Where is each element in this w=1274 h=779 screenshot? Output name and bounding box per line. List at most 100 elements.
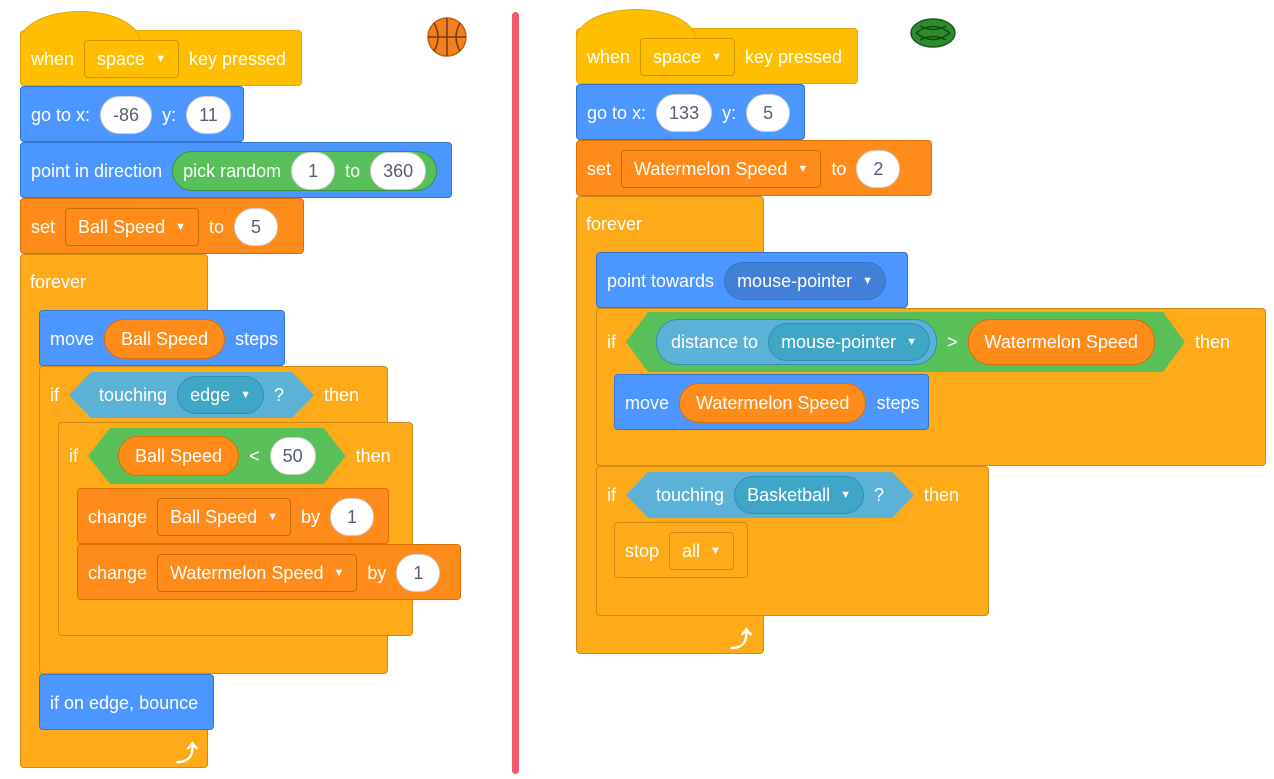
- steps-label: steps: [876, 392, 920, 413]
- loop-arrow-icon: ⤴: [730, 627, 753, 652]
- change-value-input[interactable]: 1: [396, 554, 441, 592]
- touching-condition[interactable]: touching Basketball▼ ?: [626, 472, 914, 518]
- then-label: then: [324, 384, 360, 405]
- change-ball-speed-block[interactable]: change Ball Speed▼ by 1: [77, 488, 389, 544]
- forever-label: forever: [30, 271, 87, 292]
- forever-label-row: forever: [20, 254, 86, 310]
- then-label: then: [1194, 331, 1230, 352]
- stop-label: stop: [625, 540, 660, 561]
- when-key-pressed-block[interactable]: when space▼ key pressed: [576, 9, 858, 84]
- x-input[interactable]: -86: [100, 96, 153, 134]
- touching-condition[interactable]: touching edge▼ ?: [69, 372, 314, 418]
- chevron-down-icon: ▼: [333, 567, 345, 579]
- move-label: move: [625, 392, 670, 413]
- watermelon-icon[interactable]: [910, 18, 956, 48]
- key-pressed-label: key pressed: [744, 46, 843, 67]
- touching-target-dropdown[interactable]: Basketball▼: [734, 476, 864, 514]
- basketball-icon[interactable]: [426, 16, 468, 58]
- if-label: if: [69, 445, 78, 466]
- change-label: change: [88, 562, 148, 583]
- change-watermelon-speed-block[interactable]: change Watermelon Speed▼ by 1: [77, 544, 461, 600]
- towards-target-dropdown[interactable]: mouse-pointer▼: [724, 262, 887, 300]
- set-label: set: [587, 158, 612, 179]
- stop-option-dropdown[interactable]: all▼: [669, 532, 734, 570]
- variable-dropdown[interactable]: Ball Speed▼: [65, 208, 199, 246]
- touching-label: touching: [99, 384, 168, 405]
- distance-to-label: distance to: [671, 331, 759, 352]
- point-in-direction-block[interactable]: point in direction pick random 1 to 360: [20, 142, 452, 198]
- point-in-direction-label: point in direction: [31, 160, 163, 181]
- key-dropdown[interactable]: space▼: [640, 38, 735, 76]
- watermelon-speed-reporter[interactable]: Watermelon Speed: [679, 383, 867, 423]
- distance-target-dropdown[interactable]: mouse-pointer▼: [768, 323, 930, 361]
- go-to-xy-block[interactable]: go to x: 133 y: 5: [576, 84, 805, 140]
- forever-label: forever: [586, 213, 643, 234]
- set-value-input[interactable]: 2: [856, 150, 901, 188]
- pick-random-label: pick random: [183, 160, 282, 181]
- variable-dropdown[interactable]: Watermelon Speed▼: [621, 150, 822, 188]
- by-label: by: [301, 506, 321, 527]
- ball-speed-reporter[interactable]: Ball Speed: [118, 436, 239, 476]
- loop-arrow-icon: ⤴: [176, 741, 199, 766]
- y-label: y:: [162, 104, 177, 125]
- chevron-down-icon: ▼: [711, 51, 722, 63]
- bounce-label: if on edge, bounce: [50, 692, 199, 713]
- question-mark: ?: [874, 484, 885, 505]
- chevron-down-icon: ▼: [862, 275, 874, 287]
- by-label: by: [367, 562, 387, 583]
- change-value-input[interactable]: 1: [330, 498, 375, 536]
- random-to-input[interactable]: 360: [370, 152, 427, 190]
- variable-dropdown[interactable]: Watermelon Speed▼: [157, 554, 358, 592]
- variable-dropdown[interactable]: Ball Speed▼: [157, 498, 292, 536]
- move-steps-block[interactable]: move Watermelon Speed steps: [614, 374, 929, 430]
- move-steps-block[interactable]: move Ball Speed steps: [39, 310, 285, 366]
- point-towards-label: point towards: [607, 270, 715, 291]
- when-label: when: [587, 46, 631, 67]
- then-label: then: [355, 445, 391, 466]
- greater-than-operator[interactable]: distance to mouse-pointer▼ > Watermelon …: [626, 312, 1185, 372]
- touching-target-dropdown[interactable]: edge▼: [177, 376, 264, 414]
- to-label: to: [208, 216, 224, 237]
- steps-label: steps: [235, 328, 279, 349]
- go-to-xy-block[interactable]: go to x: -86 y: 11: [20, 86, 244, 142]
- less-than-symbol: <: [249, 445, 260, 466]
- y-input[interactable]: 5: [746, 94, 791, 132]
- script-divider: [512, 12, 519, 774]
- key-pressed-label: key pressed: [188, 48, 287, 69]
- pick-random-reporter[interactable]: pick random 1 to 360: [172, 151, 438, 191]
- distance-to-reporter[interactable]: distance to mouse-pointer▼: [656, 319, 937, 365]
- watermelon-speed-reporter[interactable]: Watermelon Speed: [968, 319, 1155, 365]
- move-label: move: [50, 328, 95, 349]
- random-from-input[interactable]: 1: [291, 152, 336, 190]
- if-label: if: [607, 484, 616, 505]
- less-than-operator[interactable]: Ball Speed < 50: [88, 428, 346, 484]
- if-label: if: [50, 384, 59, 405]
- question-mark: ?: [274, 384, 285, 405]
- compare-value-input[interactable]: 50: [270, 437, 316, 475]
- chevron-down-icon: ▼: [175, 221, 186, 233]
- set-variable-block[interactable]: set Watermelon Speed▼ to 2: [576, 140, 932, 196]
- when-key-pressed-block[interactable]: when space▼ key pressed: [20, 11, 302, 86]
- y-input[interactable]: 11: [186, 96, 231, 134]
- set-value-input[interactable]: 5: [234, 208, 278, 246]
- chevron-down-icon: ▼: [267, 511, 279, 523]
- change-label: change: [88, 506, 148, 527]
- chevron-down-icon: ▼: [840, 489, 852, 501]
- x-input[interactable]: 133: [656, 94, 713, 132]
- if-on-edge-bounce-block[interactable]: if on edge, bounce: [39, 674, 214, 730]
- go-to-label: go to x:: [587, 102, 647, 123]
- set-variable-block[interactable]: set Ball Speed▼ to 5: [20, 198, 304, 254]
- if-distance-block[interactable]: if distance to mouse-pointer▼ > Watermel…: [596, 308, 1266, 466]
- key-dropdown[interactable]: space▼: [84, 40, 179, 78]
- y-label: y:: [722, 102, 737, 123]
- point-towards-block[interactable]: point towards mouse-pointer▼: [596, 252, 908, 308]
- ball-speed-reporter[interactable]: Ball Speed: [104, 319, 226, 359]
- chevron-down-icon: ▼: [797, 163, 809, 175]
- chevron-down-icon: ▼: [240, 389, 251, 401]
- chevron-down-icon: ▼: [155, 53, 166, 65]
- greater-than-symbol: >: [947, 331, 958, 352]
- then-label: then: [924, 484, 960, 505]
- stop-block[interactable]: stop all▼: [614, 522, 748, 578]
- to-label: to: [345, 160, 361, 181]
- when-label: when: [31, 48, 75, 69]
